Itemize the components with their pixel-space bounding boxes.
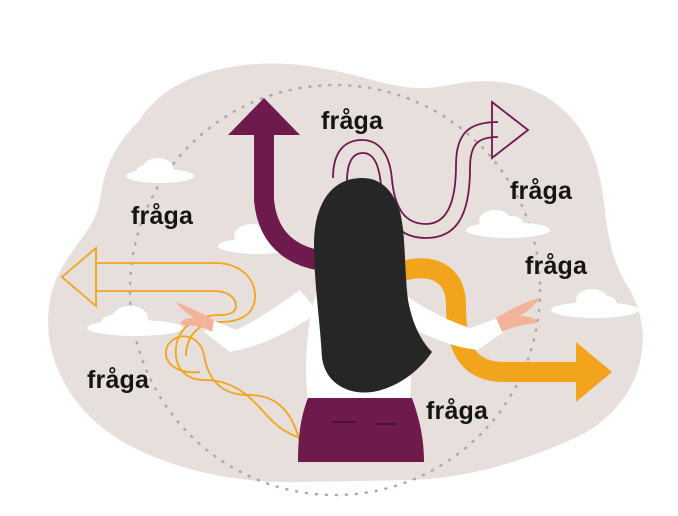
woman-figure xyxy=(176,178,540,462)
cloud-right-upper xyxy=(466,210,550,238)
yellow-arrow-right-head xyxy=(576,342,612,402)
left-arm xyxy=(204,290,318,352)
cloud-top-left xyxy=(126,158,194,183)
cloud-left xyxy=(87,306,183,336)
yellow-outline-arrow-left-inner xyxy=(96,290,301,439)
yellow-arrow-right xyxy=(396,258,580,382)
maroon-arrow-up-head xyxy=(228,98,300,135)
yellow-outline-arrow-left-head xyxy=(60,246,97,308)
yellow-outline-arrow-left xyxy=(96,262,301,443)
right-arm xyxy=(392,292,506,350)
skirt xyxy=(298,398,424,462)
question-label-1: fråga xyxy=(321,107,384,135)
question-label-4: fråga xyxy=(525,252,588,280)
dotted-circle xyxy=(128,83,542,497)
question-label-3: fråga xyxy=(131,202,194,230)
right-hand xyxy=(496,298,540,332)
hair xyxy=(314,178,432,393)
maroon-wavy-arrow-head xyxy=(491,100,530,160)
maroon-wavy-arrow xyxy=(332,121,499,225)
question-label-5: fråga xyxy=(87,366,150,394)
cloud-right-lower xyxy=(551,289,639,318)
question-label-6: fråga xyxy=(426,397,489,425)
left-hand xyxy=(176,302,214,332)
question-label-2: fråga xyxy=(510,177,573,205)
